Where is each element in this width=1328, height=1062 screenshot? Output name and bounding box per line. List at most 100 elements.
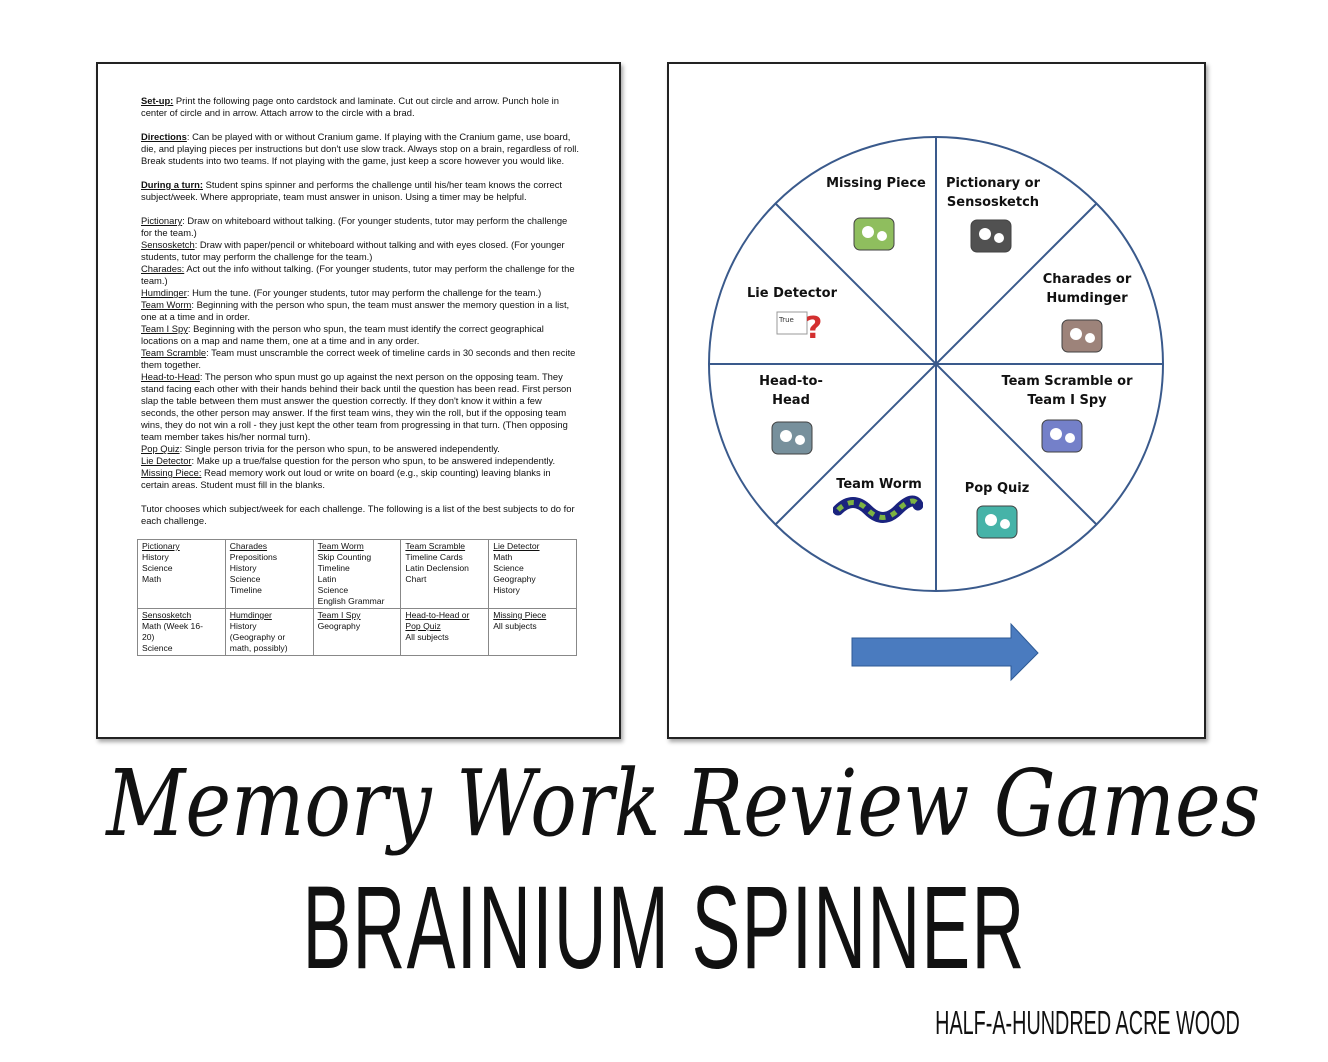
cell-item: math, possibly) [229,643,288,653]
cell-item: History [493,585,520,595]
cell-item: Science [229,574,261,584]
spinner-wheel[interactable] [708,136,1164,592]
segment-label: Team Scramble or Team I Spy [997,372,1137,410]
cell-heading: Team I Spy [317,610,361,620]
cell-heading: Team Worm [317,541,364,551]
page-title: Memory Work Review Games [106,750,1261,857]
segment-label-line: Team I Spy [1027,393,1107,408]
rule-text: : Beginning with the person who spun, th… [141,323,544,346]
spinner-graphic [708,136,1164,682]
closing-paragraph: Tutor chooses which subject/week for eac… [141,503,575,526]
turn-paragraph: During a turn: Student spins spinner and… [141,179,563,202]
cell-item: All subjects [493,621,537,631]
rule-text: : Draw on whiteboard without talking. (F… [141,215,568,238]
segment-label-line: Pop Quiz [964,481,1030,496]
directions-paragraph: Directions: Can be played with or withou… [141,131,579,166]
cell-item: Prepositions [229,552,278,562]
cell-item: History [229,621,257,631]
cell-heading: Pictionary [142,541,180,551]
rule-item: Team I Spy: Beginning with the person wh… [141,323,579,347]
cell-item: Timeline [317,563,350,573]
cell-item: Math [142,574,162,584]
rule-item: Sensosketch: Draw with paper/pencil or w… [141,239,579,263]
puzzle-icon [848,214,900,254]
worm-icon [832,490,924,530]
instructions-text: Set-up: Print the following page onto ca… [137,95,579,656]
drawing-icon [965,216,1017,256]
rule-name: Humdinger [141,287,187,298]
segment-label-line: Team Worm [836,477,922,492]
rule-name: Pictionary [141,215,183,226]
rule-item: Head-to-Head: The person who spun must g… [141,371,579,443]
segment-label-line: Pictionary or [945,176,1041,191]
segment-label: Pictionary or Sensosketch [923,174,1063,212]
segment-label-line: Head-to- [759,374,823,389]
heads-icon [766,418,818,458]
true-false-icon: True? [773,304,825,346]
cell-item: Latin [317,574,337,584]
cell-item: All subjects [405,632,449,642]
cell-item: 20) [142,632,155,642]
rules-list: Pictionary: Draw on whiteboard without t… [141,215,579,491]
rule-text: Read memory work out loud or write on bo… [141,467,551,490]
segment-label-line: Team Scramble or [1001,374,1133,389]
rule-name: Sensosketch [141,239,195,250]
cell-item: Timeline Cards [405,552,463,562]
rule-text: : Single person trivia for the person wh… [179,443,500,454]
rule-text: : The person who spun must go up against… [141,371,572,442]
cell-item: Geography [317,621,361,631]
rule-text: : Draw with paper/pencil or whiteboard w… [141,239,565,262]
segment-label: Lie Detector [722,284,862,303]
rule-text: : Team must unscramble the correct week … [141,347,576,370]
cell-item: Science [317,585,349,595]
segment-label-line: Sensosketch [946,195,1040,210]
rule-item: Lie Detector: Make up a true/false quest… [141,455,579,467]
cell-item: Geography [493,574,536,584]
cell-item: Chart [405,574,427,584]
cell-item: Timeline [229,585,262,595]
segment-label-line: Missing Piece [826,176,926,191]
cell-heading: Sensosketch [142,610,192,620]
cell-item: Latin Declension [405,563,469,573]
rule-item: Pictionary: Draw on whiteboard without t… [141,215,579,239]
credit-text: HALF-A-HUNDRED ACRE WOOD [935,1004,1240,1041]
rule-text: : Beginning with the person who spun, th… [141,299,570,322]
segment-label: Head-to-Head [721,372,861,410]
cell-item: Math [493,552,513,562]
cell-item: Math (Week 16- [142,621,203,631]
rule-item: Team Scramble: Team must unscramble the … [141,347,579,371]
segment-label: Team Worm [809,475,949,494]
svg-text:?: ? [805,311,822,344]
masks-music-icon [1056,316,1108,356]
cell-item: Skip Counting [317,552,372,562]
cell-item: Science [142,563,173,573]
rule-text: Act out the info without talking. (For y… [141,263,575,286]
cell-item: English Grammar [317,596,385,606]
setup-paragraph: Set-up: Print the following page onto ca… [141,95,559,118]
rule-name: Team Worm [141,299,192,310]
instructions-page: Set-up: Print the following page onto ca… [96,62,621,739]
spinner-arrow[interactable] [851,622,1039,682]
rule-item: Humdinger: Hum the tune. (For younger st… [141,287,579,299]
rule-text: : Hum the tune. (For younger students, t… [186,287,542,298]
cell-item: Science [493,563,524,573]
cell-heading: Head-to-Head or [405,610,470,620]
rule-name: Team I Spy [141,323,188,334]
rule-item: Team Worm: Beginning with the person who… [141,299,579,323]
cell-item: Science [142,643,173,653]
cell-item: History [229,563,257,573]
rule-name: Lie Detector [141,455,192,466]
